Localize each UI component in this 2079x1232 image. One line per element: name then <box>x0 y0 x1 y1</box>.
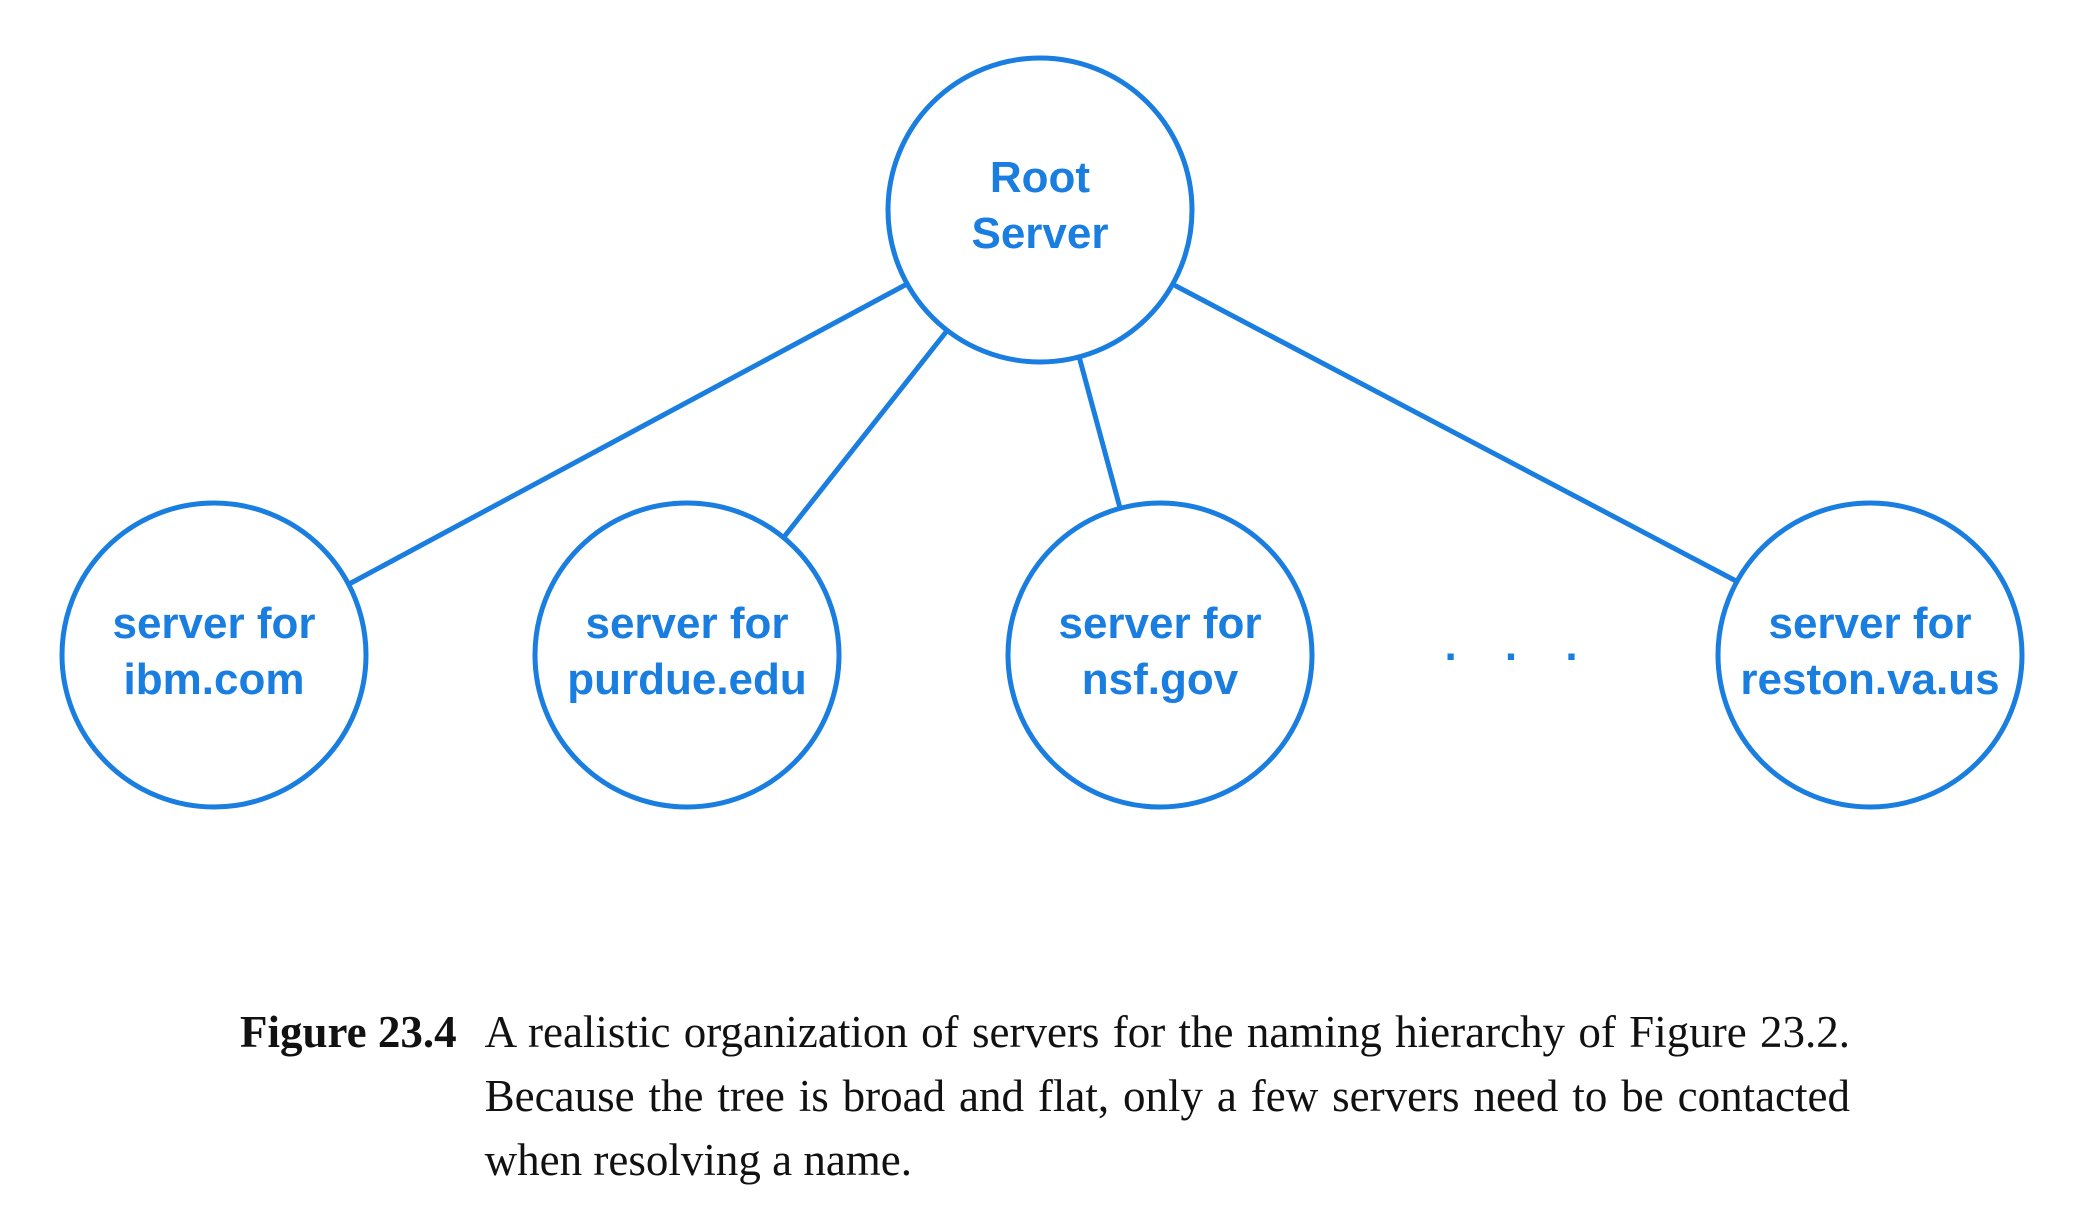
server-hierarchy-diagram: Root Server server for ibm.com server fo… <box>59 55 2025 810</box>
server-node-purdue: server for purdue.edu <box>532 500 842 810</box>
root-server-label-line2: Server <box>971 209 1108 258</box>
server-node-reston-line1: server for <box>1768 599 1971 648</box>
server-node-reston: server for reston.va.us <box>1715 500 2025 810</box>
server-node-nsf: server for nsf.gov <box>1005 500 1315 810</box>
server-node-nsf-line2: nsf.gov <box>1082 655 1239 704</box>
edge-root-to-purdue <box>781 329 949 540</box>
figure-caption-label: Figure 23.4 <box>240 1007 457 1057</box>
server-node-purdue-line2: purdue.edu <box>567 655 807 704</box>
server-node-nsf-line1: server for <box>1058 599 1261 648</box>
root-server-label-line1: Root <box>990 153 1091 202</box>
more-servers-ellipsis: . . . <box>1444 621 1595 670</box>
server-node-reston-line2: reston.va.us <box>1740 655 1999 704</box>
server-node-ibm: server for ibm.com <box>59 500 369 810</box>
edge-root-to-reston <box>1173 283 1741 585</box>
server-node-ibm-line2: ibm.com <box>124 655 305 704</box>
edge-root-to-nsf <box>1077 357 1123 511</box>
root-server-node: Root Server <box>885 55 1195 365</box>
figure-caption: Figure 23.4 A realistic organization of … <box>240 1000 1850 1192</box>
edge-root-to-ibm <box>348 281 910 586</box>
server-node-purdue-line1: server for <box>585 599 788 648</box>
figure-caption-text: A realistic organization of servers for … <box>484 1007 1850 1185</box>
server-node-ibm-line1: server for <box>112 599 315 648</box>
